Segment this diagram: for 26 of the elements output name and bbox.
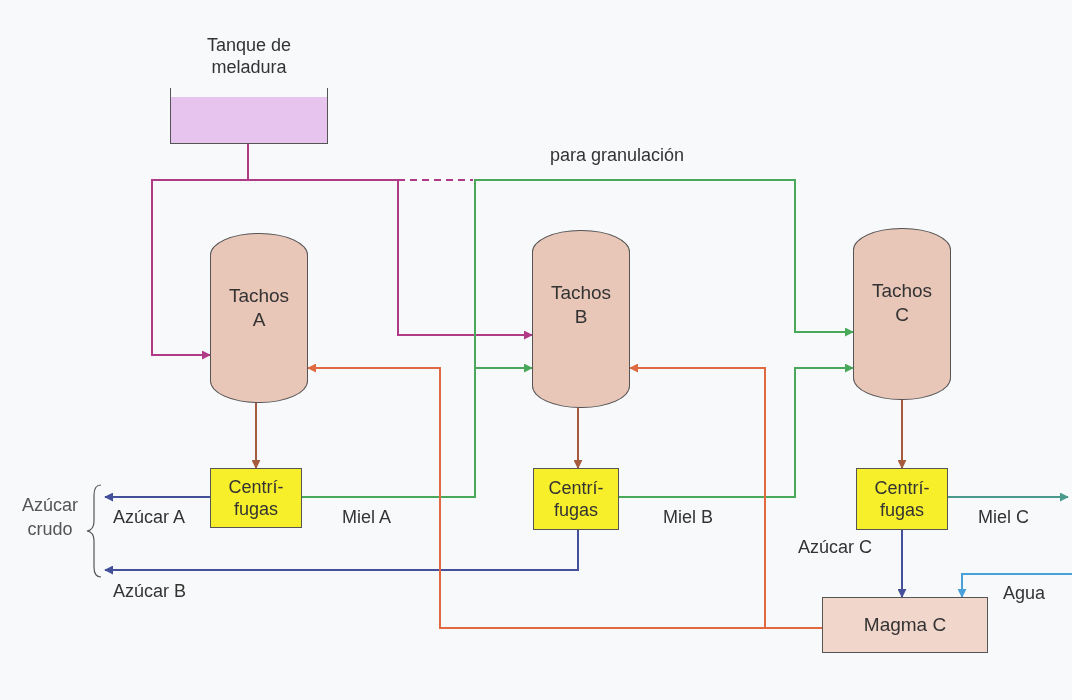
edge-label: Miel A: [342, 506, 392, 528]
edge-label: Miel B: [663, 506, 713, 528]
flow-arrow: [957, 573, 1072, 598]
flow-arrow: [897, 399, 907, 469]
vessel-label: Tachos B: [549, 281, 613, 329]
group-label: Azúcar crudo: [21, 494, 79, 541]
note-label: para granulación: [550, 144, 685, 166]
flow-arrow: [897, 529, 907, 598]
edge-label: Azúcar A: [113, 506, 186, 528]
flow-arrow: [618, 363, 854, 498]
centrifuge-label: Centrí- fugas: [873, 477, 931, 521]
vessel-label: Tachos A: [227, 284, 291, 332]
edge-label: Agua: [1003, 582, 1046, 604]
flow-arrow: [947, 492, 1069, 502]
edge-label: Azúcar C: [798, 536, 873, 558]
flow-arrow: [104, 529, 579, 575]
flow-arrow: [104, 492, 211, 502]
box-label: Magma C: [863, 614, 947, 636]
edge-label: Miel C: [978, 506, 1029, 528]
edge-label: Azúcar B: [113, 580, 187, 602]
centrifuge-label: Centrí- fugas: [547, 477, 605, 521]
flow-arrow: [573, 407, 583, 469]
flow-arrow: [251, 402, 261, 469]
vessel-label: Tachos C: [870, 279, 934, 327]
centrifuge-label: Centrí- fugas: [227, 476, 285, 520]
tank-label: Tanque de meladura: [205, 34, 293, 78]
